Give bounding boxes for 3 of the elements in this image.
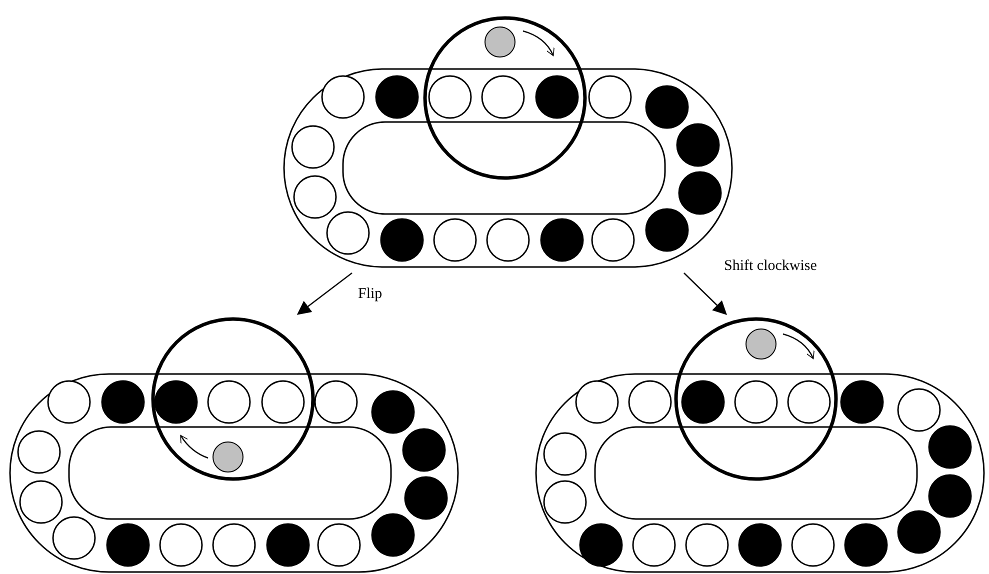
edge-label: Flip <box>356 285 384 303</box>
arrow <box>684 272 727 315</box>
arrow <box>296 272 352 315</box>
